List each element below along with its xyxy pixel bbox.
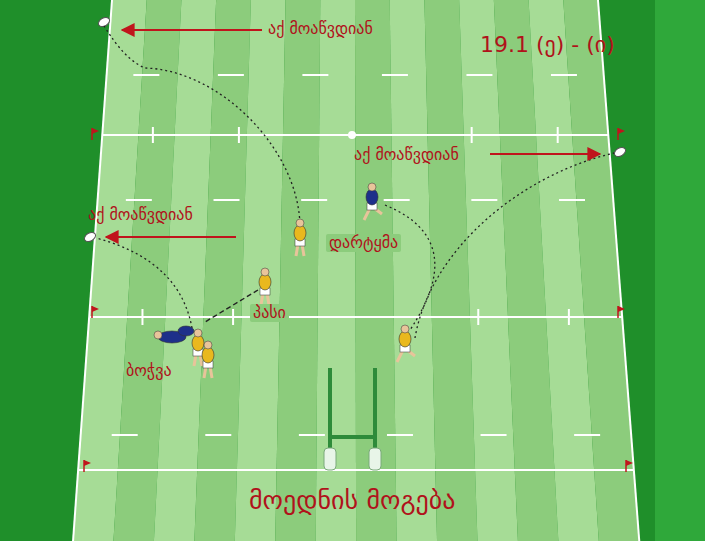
- note-label: აქ მოაწვდიან: [354, 146, 459, 164]
- note-label: დარტყმა: [326, 234, 401, 252]
- dash-line: [299, 434, 325, 436]
- dash-line: [559, 199, 585, 201]
- tick-line: [238, 127, 240, 143]
- player: [294, 219, 306, 256]
- grass-stripe: [275, 0, 320, 541]
- player: [364, 183, 382, 220]
- dash-line: [302, 74, 328, 76]
- figure-caption: მოედნის მოგება: [249, 486, 455, 516]
- note-label: ბოჭვა: [126, 362, 172, 380]
- note-label: აქ მოაწვდიან: [88, 206, 193, 224]
- dash-line: [218, 74, 244, 76]
- touch-line: [73, 0, 112, 541]
- tackling-player: [154, 326, 194, 343]
- flag: [92, 128, 99, 140]
- tick-line: [477, 309, 479, 325]
- grass-stripe: [563, 0, 639, 541]
- tick-line: [568, 309, 570, 325]
- field-line: [89, 316, 622, 318]
- player: [397, 325, 415, 362]
- field-line: [78, 469, 634, 471]
- flag: [92, 306, 99, 318]
- dash-line: [387, 434, 413, 436]
- dash-line: [466, 74, 492, 76]
- dash-line: [384, 199, 410, 201]
- flag: [626, 460, 633, 472]
- tick-line: [471, 127, 473, 143]
- player: [259, 268, 271, 305]
- dash-line: [126, 199, 152, 201]
- centre-spot: [349, 132, 355, 138]
- player: [192, 329, 204, 366]
- grass-stripe: [316, 0, 356, 541]
- grass-stripe: [355, 0, 397, 541]
- dash-line: [205, 434, 231, 436]
- dash-line: [301, 199, 327, 201]
- player: [202, 341, 214, 378]
- flag: [84, 460, 91, 472]
- dash-line: [133, 74, 159, 76]
- ball-path: [96, 26, 614, 338]
- dash-line: [214, 199, 240, 201]
- dash-line: [574, 434, 600, 436]
- tick-line: [152, 127, 154, 143]
- ball: [83, 16, 627, 244]
- tick-line: [557, 127, 559, 143]
- dash-line: [112, 434, 138, 436]
- goal-posts: [324, 368, 381, 470]
- flag: [618, 128, 625, 140]
- dash-line: [471, 199, 497, 201]
- tick-line: [141, 309, 143, 325]
- note-label: პასი: [250, 304, 289, 322]
- touch-line: [598, 0, 639, 541]
- flag: [618, 306, 625, 318]
- dash-line: [481, 434, 507, 436]
- dash-line: [382, 74, 408, 76]
- tick-line: [232, 309, 234, 325]
- dash-line: [551, 74, 577, 76]
- note-label: აქ მოაწვდიან: [268, 20, 373, 38]
- figure-title: 19.1 (ე) - (ი): [480, 32, 615, 57]
